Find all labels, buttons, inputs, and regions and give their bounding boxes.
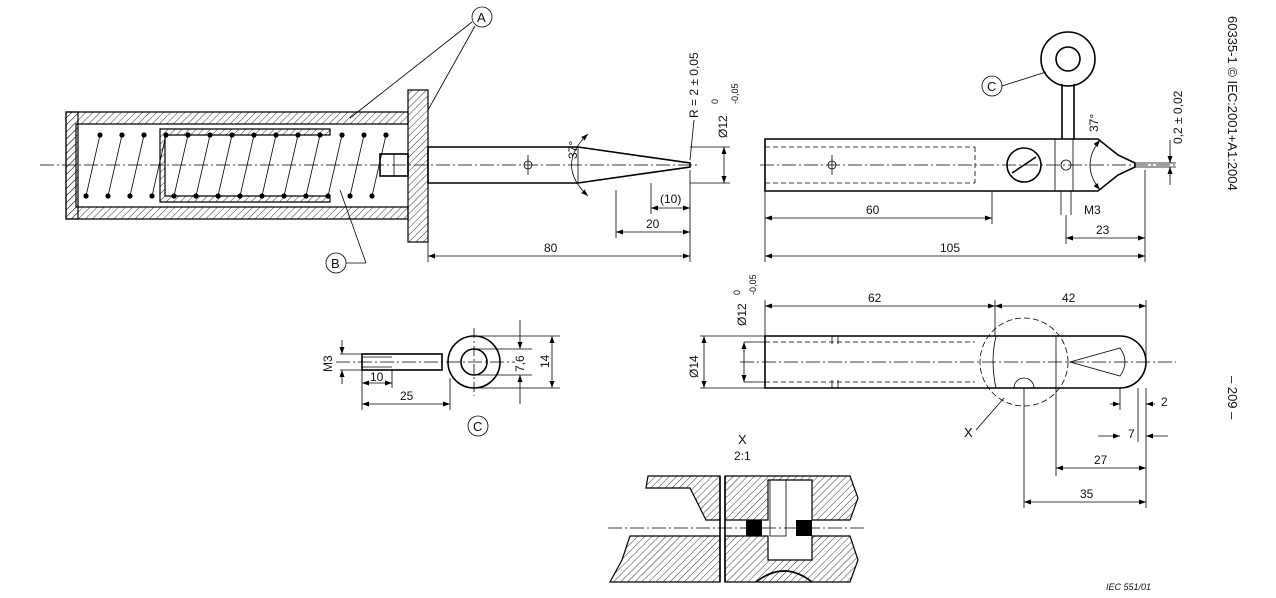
flange (407, 89, 429, 243)
part-c-view: M3 10 25 7,6 14 C (321, 320, 560, 437)
svg-text:B: B (331, 256, 340, 271)
detail-scale: 2:1 (734, 449, 751, 463)
svg-text:60: 60 (866, 203, 880, 217)
lever-ring (1040, 31, 1096, 87)
probe-top-view: X Ø14 Ø12 0 -0,05 62 42 2 7 27 (687, 274, 1176, 508)
svg-text:M3: M3 (1084, 203, 1101, 217)
svg-text:105: 105 (940, 241, 960, 255)
svg-text:0: 0 (732, 290, 742, 295)
svg-text:C: C (473, 419, 482, 434)
inner-tube (159, 128, 331, 203)
detail-x-marker: X (964, 425, 973, 440)
svg-text:2: 2 (1161, 395, 1168, 409)
figure-reference: IEC 551/01 (1106, 582, 1151, 592)
svg-text:(10): (10) (660, 192, 681, 206)
svg-text:C: C (987, 79, 996, 94)
diameter-label: Ø12 (716, 115, 730, 138)
radius-label: R = 2 ± 0,05 (687, 52, 701, 118)
svg-text:80: 80 (544, 241, 558, 255)
probe-side-view: C 37° 0,2 ± 0,02 M3 60 23 105 (760, 31, 1185, 262)
standard-reference: 60335-1 © IEC:2001+A1:2004 (1225, 16, 1240, 191)
compression-spring (83, 132, 389, 199)
svg-text:-0,05: -0,05 (748, 274, 758, 295)
probe-assembly-section: 37° Ø12 0 -0,05 R = 2 ± 0,05 (10) 20 80 … (40, 6, 740, 274)
probe-plan-body (764, 335, 1147, 389)
page-number: – 209 – (1225, 376, 1240, 420)
angle-label: 37° (566, 141, 580, 159)
svg-text:62: 62 (868, 291, 882, 305)
svg-text:0,2 ± 0,02: 0,2 ± 0,02 (1171, 90, 1185, 144)
svg-text:25: 25 (400, 389, 414, 403)
svg-text:23: 23 (1096, 223, 1110, 237)
svg-text:Ø12: Ø12 (735, 303, 749, 326)
svg-text:27: 27 (1094, 453, 1108, 467)
callout-c-view (467, 415, 489, 437)
screw-head (1006, 147, 1042, 183)
svg-text:Ø14: Ø14 (687, 355, 701, 378)
svg-text:0: 0 (710, 99, 720, 104)
svg-text:7,6: 7,6 (513, 355, 527, 372)
svg-text:14: 14 (538, 354, 552, 368)
svg-text:M3: M3 (321, 355, 335, 372)
svg-text:10: 10 (370, 370, 384, 384)
svg-text:35: 35 (1080, 487, 1094, 501)
housing-end-cap (65, 111, 79, 220)
seal-left (746, 520, 762, 536)
svg-text:37°: 37° (1087, 114, 1101, 132)
detail-x-section: X 2:1 (608, 432, 866, 583)
svg-text:42: 42 (1062, 291, 1076, 305)
detail-title: X (738, 432, 747, 447)
svg-text:-0,05: -0,05 (730, 83, 740, 104)
part-c-stem (361, 353, 443, 371)
seal-right (796, 520, 812, 536)
detail-x-circle (979, 317, 1069, 407)
svg-text:7: 7 (1128, 427, 1135, 441)
svg-text:A: A (477, 10, 486, 25)
svg-text:20: 20 (646, 217, 660, 231)
callout-a (471, 6, 493, 28)
